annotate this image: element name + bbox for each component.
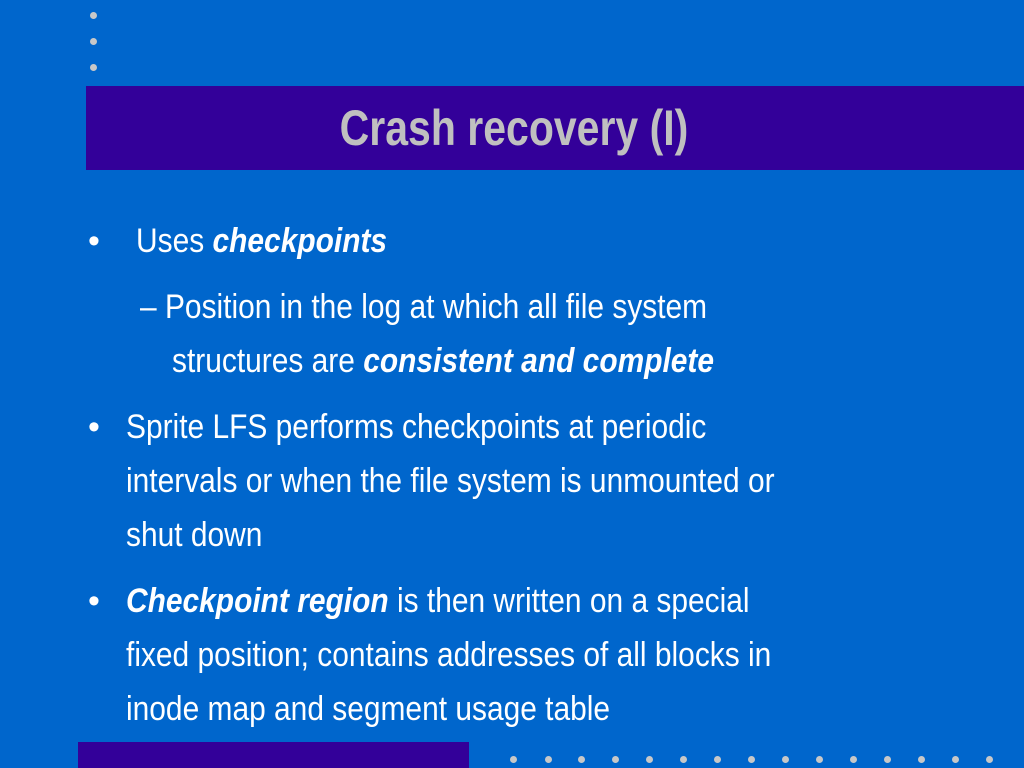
decorative-dot (612, 756, 619, 763)
bullet-2-line-1: Sprite LFS performs checkpoints at perio… (126, 408, 707, 446)
subbullet-1-line-1: – Position in the log at which all file … (140, 280, 707, 334)
bullet-marker: • (88, 408, 100, 446)
subbullet-1-emphasis: consistent and complete (363, 342, 715, 380)
subbullet-1-line-2: structures are consistent and complete (172, 334, 714, 388)
subbullet-dash: – (140, 288, 157, 326)
bullet-3-emphasis: Checkpoint region (126, 582, 389, 620)
bullet-1-text: Uses (136, 222, 213, 260)
decorative-dot (952, 756, 959, 763)
footer-bar (78, 742, 469, 768)
decorative-dot (680, 756, 687, 763)
bullet-1-line: Uses checkpoints (136, 214, 387, 268)
bullet-marker: • (88, 582, 100, 620)
subbullet-1-text-2: structures are (172, 342, 364, 380)
bullet-2-line-2: intervals or when the file system is unm… (126, 462, 775, 500)
bullet-3-text-1: is then written on a special (388, 582, 750, 620)
decorative-dot (782, 756, 789, 763)
decorative-dot (918, 756, 925, 763)
decorative-dot (714, 756, 721, 763)
bullet-marker: • (88, 222, 100, 260)
decorative-dot (578, 756, 585, 763)
bullet-2-line-3: shut down (126, 516, 263, 554)
slide-title: Crash recovery (I) (339, 100, 689, 156)
subbullet-1-text-1: Position in the log at which all file sy… (164, 288, 708, 326)
decorative-dot (748, 756, 755, 763)
bullet-3-line-1: Checkpoint region is then written on a s… (126, 574, 750, 628)
decorative-dot (90, 64, 97, 71)
decorative-dot (510, 756, 517, 763)
decorative-dot (816, 756, 823, 763)
title-bar: Crash recovery (I) (86, 86, 1024, 170)
decorative-dot (545, 756, 552, 763)
bullet-1-emphasis: checkpoints (212, 222, 388, 260)
decorative-dot (90, 38, 97, 45)
decorative-dot (850, 756, 857, 763)
decorative-dot (986, 756, 993, 763)
decorative-dot (90, 12, 97, 19)
decorative-dot (646, 756, 653, 763)
bullet-3-line-2: fixed position; contains addresses of al… (126, 636, 772, 674)
decorative-dot (884, 756, 891, 763)
bullet-3-line-3: inode map and segment usage table (126, 690, 611, 728)
